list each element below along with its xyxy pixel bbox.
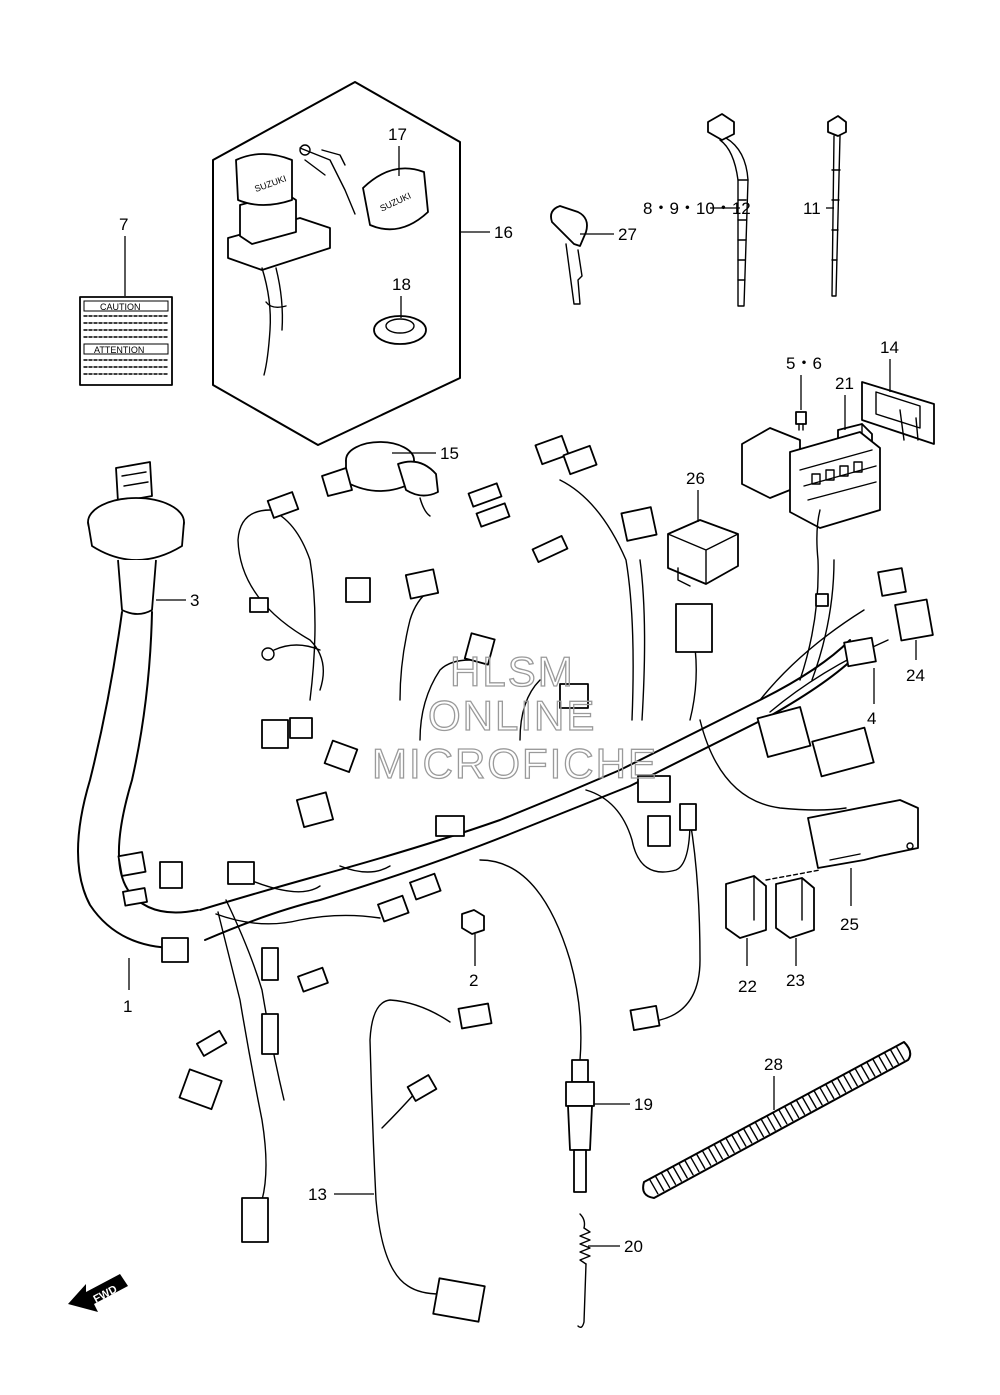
svg-text:23: 23: [786, 971, 805, 990]
svg-text:2: 2: [469, 971, 478, 990]
spring: [577, 1213, 591, 1329]
callout-21: 21: [835, 374, 854, 430]
callout-2: 2: [469, 934, 478, 990]
watermark: HLSM ONLINE MICROFICHE: [371, 647, 658, 787]
caution-text: CAUTION: [100, 302, 141, 312]
callout-16: 16: [460, 223, 513, 242]
callout-5-6: 5・6: [786, 354, 822, 410]
callout-20: 20: [588, 1237, 643, 1256]
callout-8-12: 8・9・10・12: [643, 199, 751, 218]
callout-4: 4: [867, 668, 876, 728]
corrugated-tube: [642, 1041, 912, 1199]
callout-24: 24: [906, 640, 925, 685]
callout-22: 22: [738, 938, 757, 996]
callout-18: 18: [392, 275, 411, 318]
svg-text:16: 16: [494, 223, 513, 242]
sub-wiring-harness: [369, 999, 493, 1323]
watermark-line3: MICROFICHE: [372, 740, 658, 787]
svg-text:5・6: 5・6: [786, 354, 822, 373]
svg-text:3: 3: [190, 591, 199, 610]
svg-text:14: 14: [880, 338, 899, 357]
svg-text:28: 28: [764, 1055, 783, 1074]
caution-label-sticker: CAUTION ATTENTION: [79, 296, 173, 386]
svg-text:13: 13: [308, 1185, 327, 1204]
svg-text:17: 17: [388, 125, 407, 144]
callout-11: 11: [803, 199, 834, 218]
connector-23: [775, 877, 815, 939]
svg-text:26: 26: [686, 469, 705, 488]
callout-7: 7: [119, 215, 128, 296]
attention-text: ATTENTION: [94, 345, 144, 355]
watermark-line2: ONLINE: [428, 692, 596, 739]
callout-19: 19: [594, 1095, 653, 1114]
callout-26: 26: [686, 469, 705, 522]
callout-25: 25: [840, 868, 859, 934]
svg-text:27: 27: [618, 225, 637, 244]
callout-1: 1: [123, 958, 132, 1016]
ignition-key: [550, 205, 588, 305]
main-wiring-harness: [77, 479, 889, 1201]
accessory-socket: [321, 441, 439, 517]
harness-connectors: [117, 434, 934, 1243]
svg-text:15: 15: [440, 444, 459, 463]
connector-22: [725, 875, 767, 939]
fwd-label: FWD: [92, 1283, 120, 1305]
svg-text:25: 25: [840, 915, 859, 934]
svg-text:20: 20: [624, 1237, 643, 1256]
cable-tie-small: [827, 115, 847, 297]
control-module: [667, 519, 739, 587]
callout-23: 23: [786, 938, 805, 990]
connector-cap: [461, 909, 485, 935]
svg-text:24: 24: [906, 666, 925, 685]
callout-28: 28: [764, 1055, 783, 1110]
svg-text:18: 18: [392, 275, 411, 294]
callout-3: 3: [156, 591, 199, 610]
fuse-box-bracket: [861, 381, 935, 445]
svg-text:19: 19: [634, 1095, 653, 1114]
fuse-box: [741, 427, 881, 529]
svg-text:7: 7: [119, 215, 128, 234]
cable-tie-large: [707, 113, 749, 307]
watermark-line1: HLSM: [450, 648, 575, 695]
svg-text:22: 22: [738, 977, 757, 996]
fuse: [795, 411, 807, 431]
bracket-25: [765, 799, 919, 881]
svg-text:8・9・10・12: 8・9・10・12: [643, 199, 751, 218]
svg-text:11: 11: [803, 199, 821, 218]
callout-14: 14: [880, 338, 899, 392]
svg-text:1: 1: [123, 997, 132, 1016]
svg-text:4: 4: [867, 709, 876, 728]
callout-13: 13: [308, 1185, 374, 1204]
svg-text:21: 21: [835, 374, 854, 393]
forward-arrow-icon: FWD: [68, 1274, 128, 1312]
oxygen-sensor: [479, 859, 595, 1193]
callout-15: 15: [392, 444, 459, 463]
ignition-switch-set-box: SUZUKI SUZUKI: [212, 81, 461, 446]
callout-27: 27: [580, 225, 637, 244]
main-connector-grommet: [87, 461, 185, 615]
callout-17: 17: [388, 125, 407, 176]
